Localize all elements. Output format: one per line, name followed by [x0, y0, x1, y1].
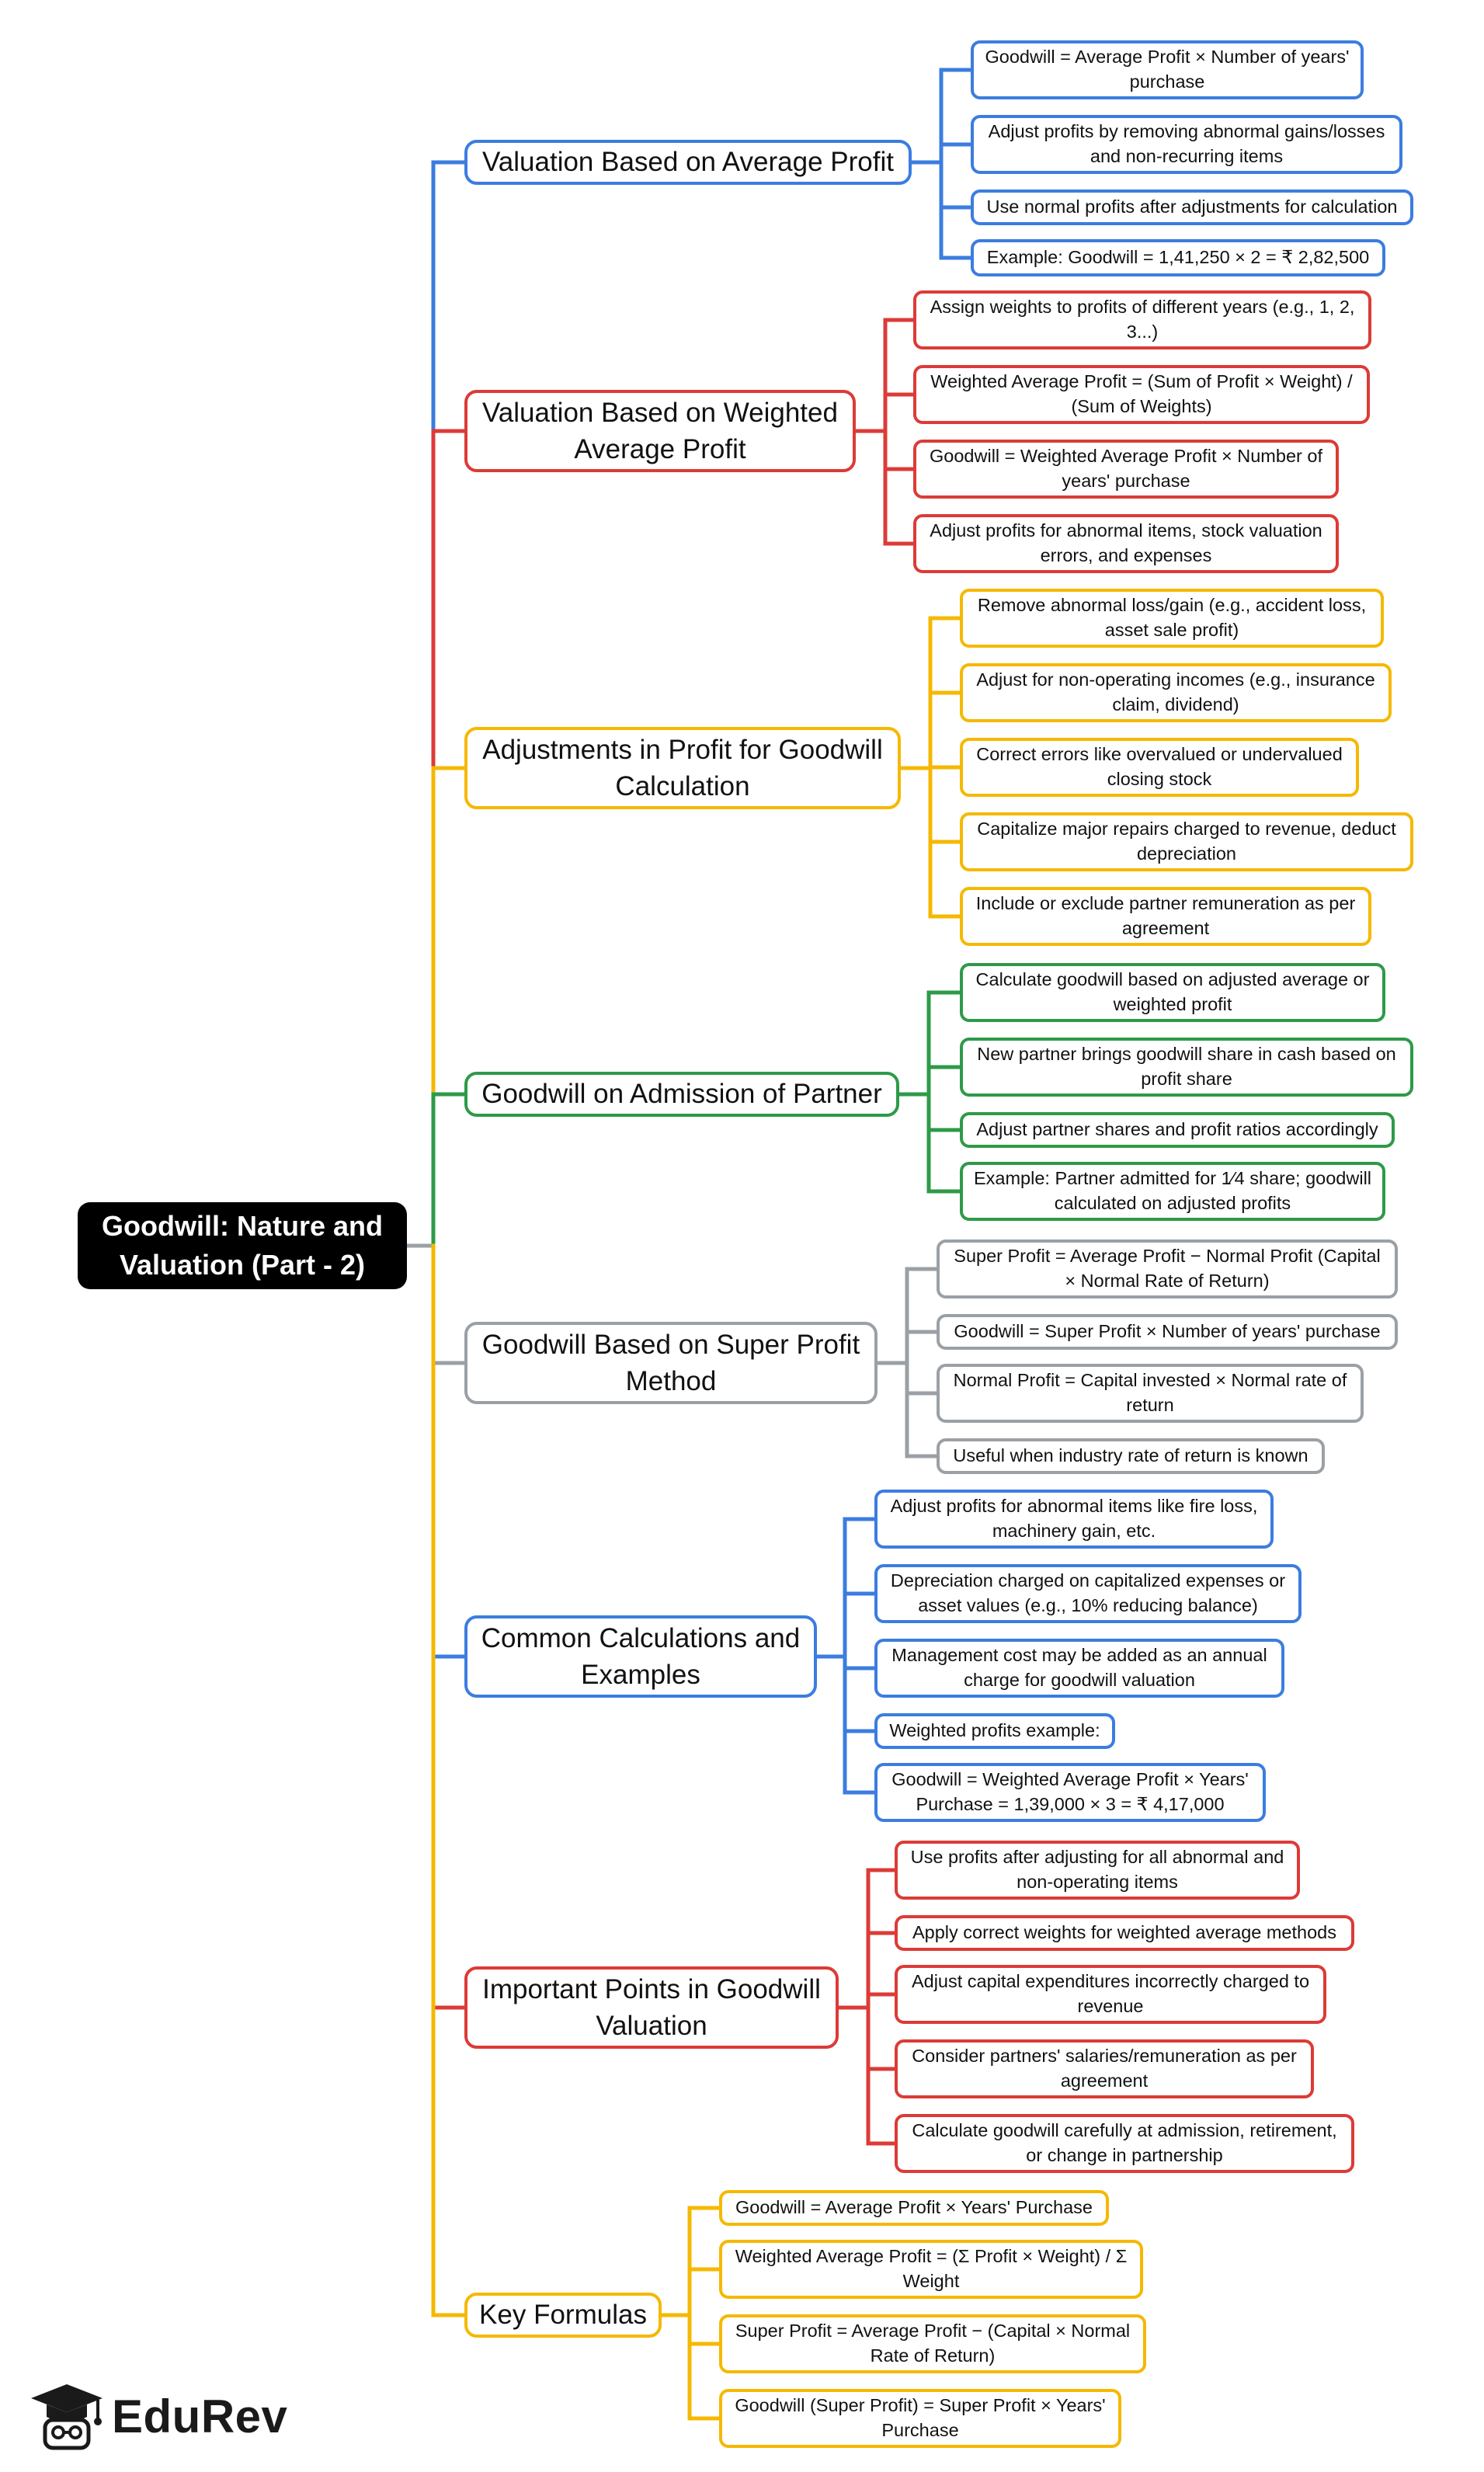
leaf-node: Weighted Average Profit = (Σ Profit × We… — [719, 2240, 1143, 2299]
root-title: Goodwill: Nature and Valuation (Part - 2… — [78, 1202, 407, 1289]
leaf-node: Adjust profits for abnormal items like f… — [874, 1490, 1274, 1549]
leaf-node: Super Profit = Average Profit − Normal P… — [937, 1239, 1398, 1299]
leaf-node: Apply correct weights for weighted avera… — [895, 1915, 1354, 1951]
leaf-node: Use normal profits after adjustments for… — [971, 189, 1413, 225]
leaf-node: Remove abnormal loss/gain (e.g., acciden… — [960, 589, 1384, 648]
leaf-node: Adjust for non-operating incomes (e.g., … — [960, 663, 1392, 722]
leaf-node: Weighted Average Profit = (Sum of Profit… — [913, 365, 1370, 424]
leaf-node: Assign weights to profits of different y… — [913, 290, 1371, 349]
brand-name: EduRev — [112, 2390, 288, 2442]
graduation-cap-logo-icon — [31, 2384, 103, 2450]
leaf-node: Management cost may be added as an annua… — [874, 1639, 1284, 1698]
leaf-node: Goodwill = Super Profit × Number of year… — [937, 1314, 1398, 1350]
branch-node-6: Common Calculations and Examples — [464, 1615, 817, 1698]
leaf-node: Goodwill = Weighted Average Profit × Yea… — [874, 1763, 1266, 1822]
leaf-node: Adjust capital expenditures incorrectly … — [895, 1965, 1326, 2024]
leaf-node: Goodwill = Average Profit × Years' Purch… — [719, 2190, 1109, 2226]
leaf-node: New partner brings goodwill share in cas… — [960, 1038, 1413, 1097]
edurev-logo: EduRev — [30, 2381, 287, 2451]
leaf-node: Super Profit = Average Profit − (Capital… — [719, 2314, 1146, 2373]
branch-node-1: Valuation Based on Average Profit — [464, 140, 912, 185]
leaf-node: Consider partners' salaries/remuneration… — [895, 2039, 1314, 2098]
branch-node-4: Goodwill on Admission of Partner — [464, 1072, 899, 1117]
leaf-node: Depreciation charged on capitalized expe… — [874, 1564, 1302, 1623]
leaf-node: Correct errors like overvalued or underv… — [960, 738, 1359, 797]
branch-node-7: Important Points in Goodwill Valuation — [464, 1966, 839, 2049]
leaf-node: Adjust profits for abnormal items, stock… — [913, 514, 1339, 573]
leaf-node: Calculate goodwill based on adjusted ave… — [960, 963, 1385, 1022]
branch-node-8: Key Formulas — [464, 2293, 662, 2338]
leaf-node: Goodwill = Average Profit × Number of ye… — [971, 40, 1364, 99]
leaf-node: Adjust profits by removing abnormal gain… — [971, 115, 1402, 174]
leaf-node: Include or exclude partner remuneration … — [960, 887, 1371, 946]
leaf-node: Example: Goodwill = 1,41,250 × 2 = ₹ 2,8… — [971, 239, 1385, 276]
branch-node-2: Valuation Based on Weighted Average Prof… — [464, 390, 856, 472]
leaf-node: Adjust partner shares and profit ratios … — [960, 1112, 1395, 1148]
leaf-node: Goodwill (Super Profit) = Super Profit ×… — [719, 2389, 1121, 2448]
leaf-node: Normal Profit = Capital invested × Norma… — [937, 1364, 1364, 1423]
leaf-node: Example: Partner admitted for 1⁄4 share;… — [960, 1162, 1385, 1221]
branch-node-3: Adjustments in Profit for Goodwill Calcu… — [464, 727, 901, 809]
leaf-node: Useful when industry rate of return is k… — [937, 1438, 1325, 1474]
leaf-node: Weighted profits example: — [874, 1713, 1115, 1749]
leaf-node: Use profits after adjusting for all abno… — [895, 1841, 1300, 1900]
leaf-node: Goodwill = Weighted Average Profit × Num… — [913, 440, 1339, 499]
leaf-node: Capitalize major repairs charged to reve… — [960, 812, 1413, 871]
leaf-node: Calculate goodwill carefully at admissio… — [895, 2114, 1354, 2173]
branch-node-5: Goodwill Based on Super Profit Method — [464, 1322, 878, 1404]
